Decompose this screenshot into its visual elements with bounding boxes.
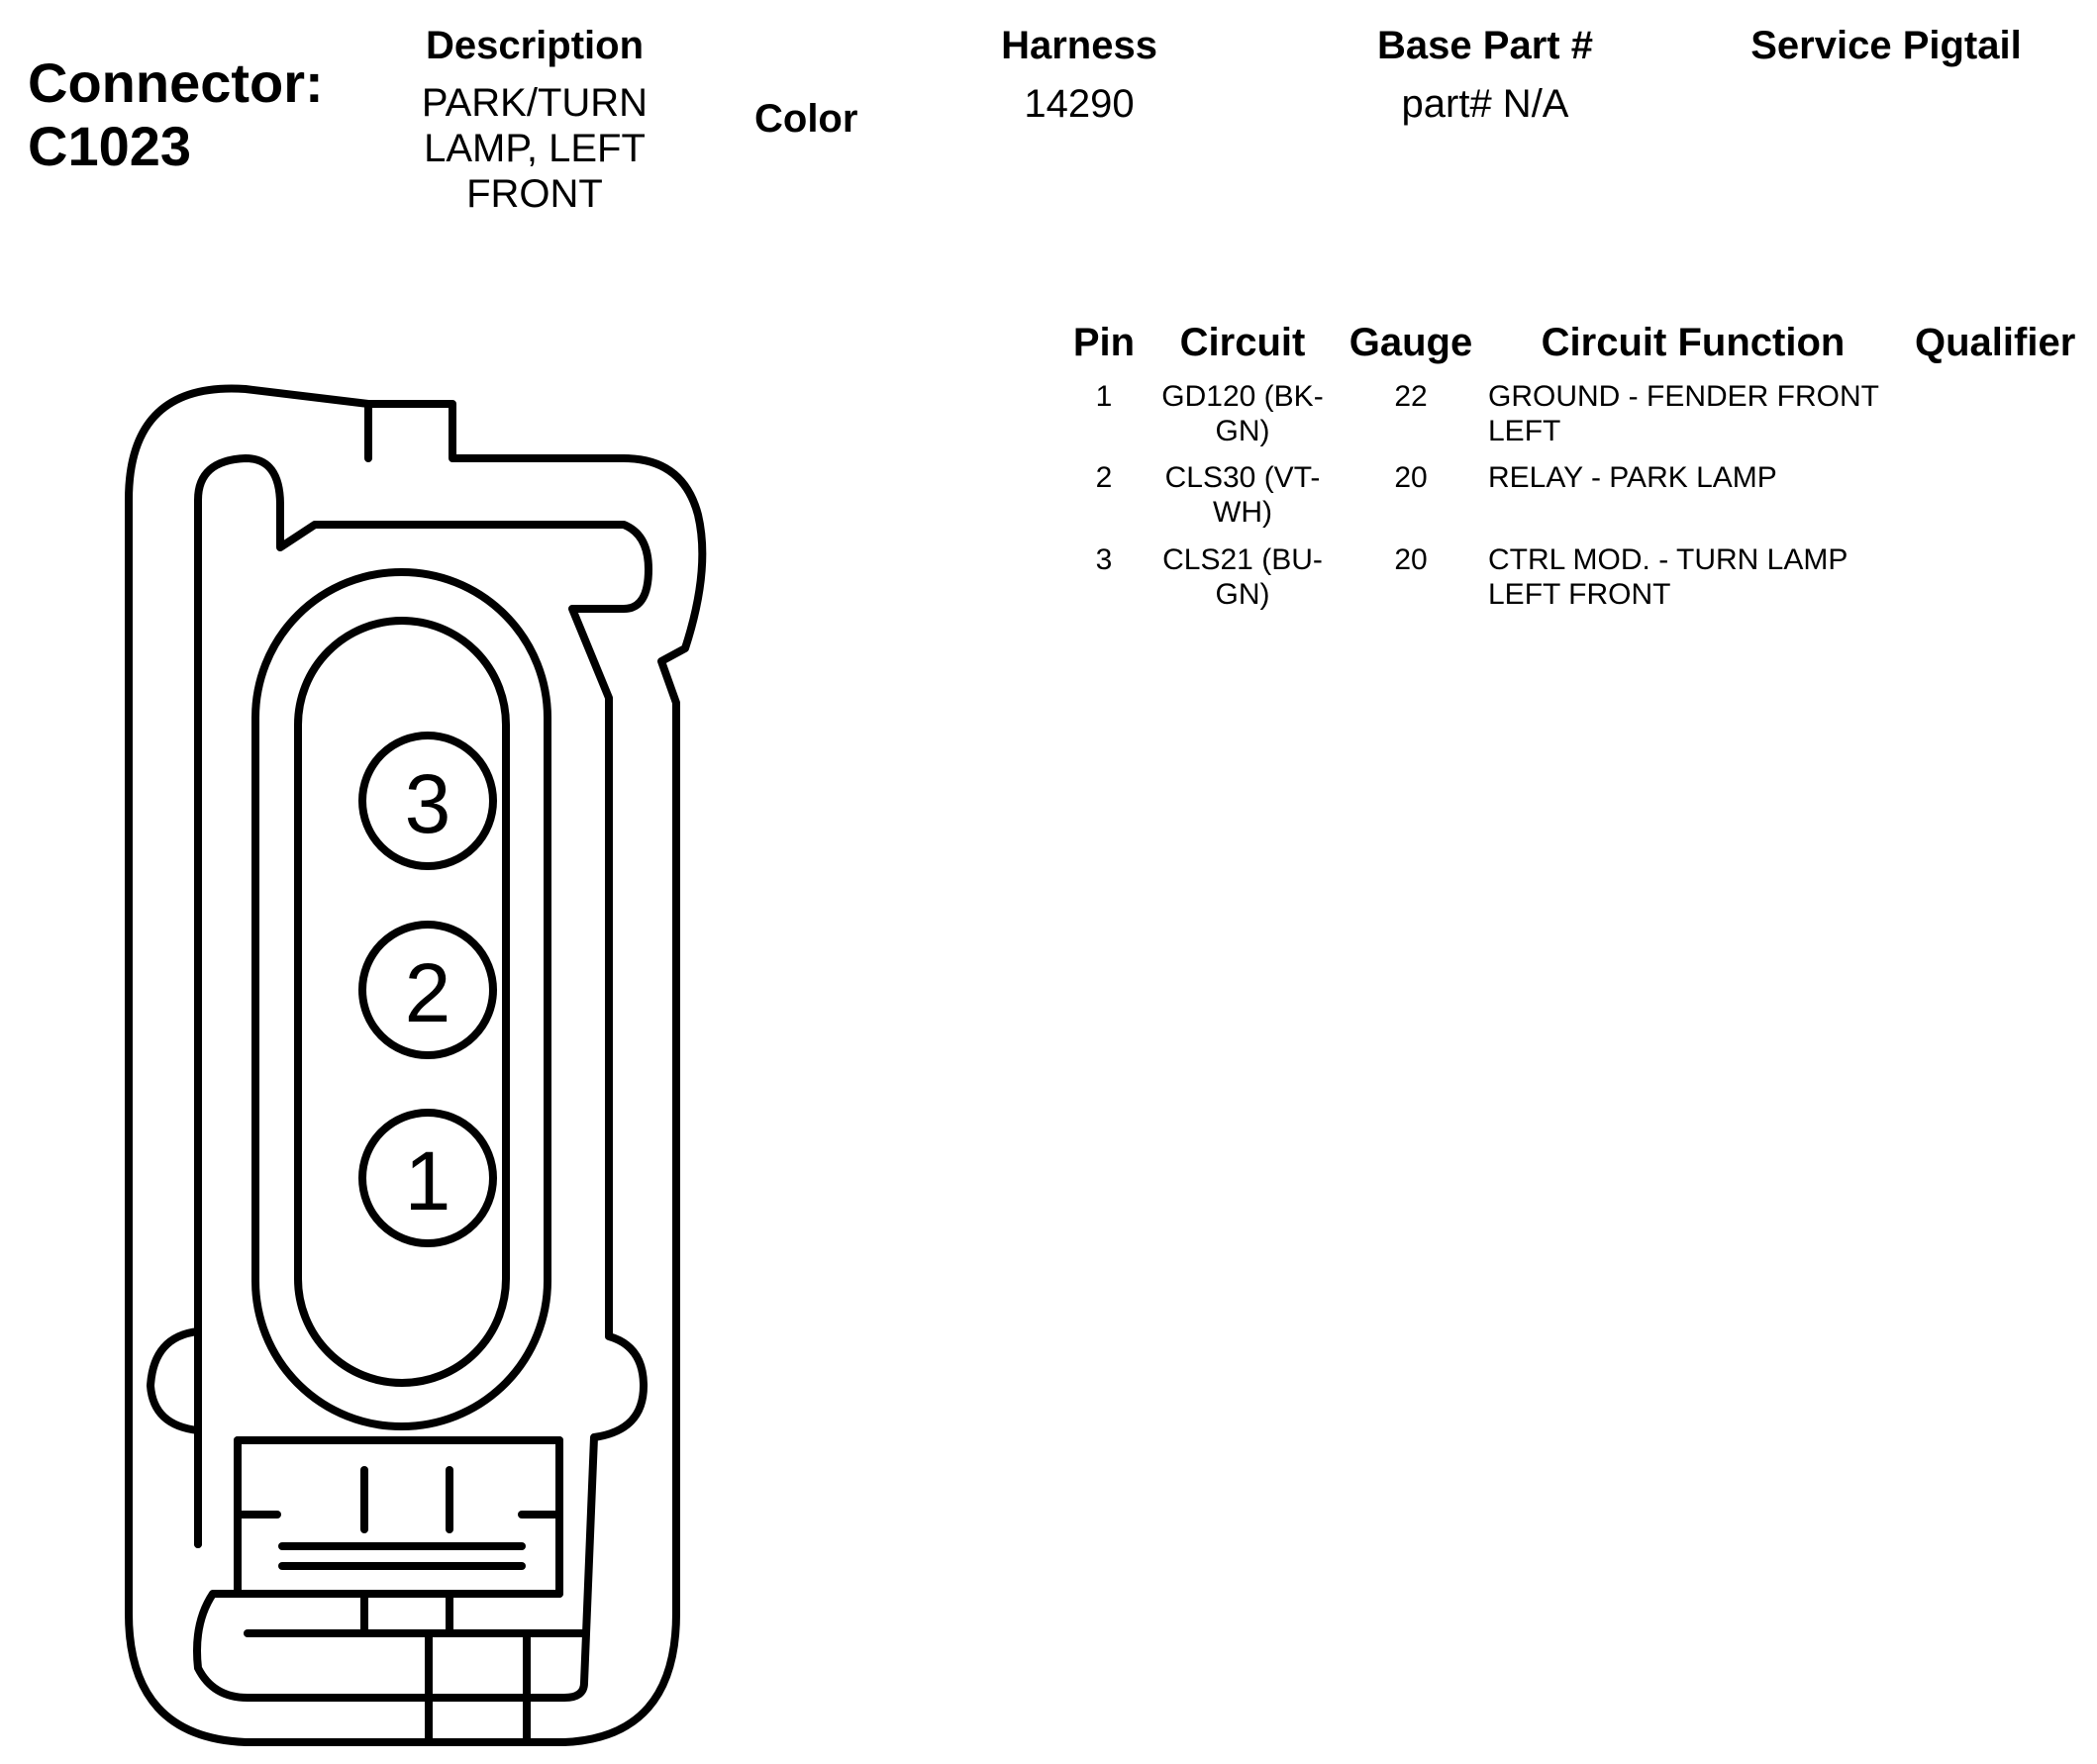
description-value: PARK/TURN LAMP, LEFT FRONT <box>421 81 649 216</box>
pin-cell: 3 <box>1095 543 1113 576</box>
housing-inner-outline <box>193 454 652 1702</box>
cavity-2 <box>358 921 497 1059</box>
service-pigtail-header: Service Pigtail <box>1750 24 2022 67</box>
circuit-cell: CLS30 (VT-WH) <box>1164 461 1321 529</box>
gauge-cell: 20 <box>1394 461 1428 494</box>
gauge-column-header: Gauge <box>1348 321 1473 364</box>
connector-label: Connector: <box>28 51 324 114</box>
qualifier-column-header: Qualifier <box>1915 321 2076 364</box>
function-cell: RELAY - PARK LAMP <box>1488 461 1777 494</box>
description-header: Description <box>425 24 645 67</box>
cavity-label-3: 3 <box>405 757 451 850</box>
pin-column-header: Pin <box>1072 321 1136 364</box>
terminal-shroud-inner <box>294 617 510 1387</box>
harness-header: Harness <box>1001 24 1157 67</box>
base-part-value: part# N/A <box>1401 82 1569 126</box>
pin-cell: 2 <box>1095 461 1113 494</box>
cavity-1 <box>358 1109 497 1247</box>
circuit-cell: GD120 (BK-GN) <box>1161 380 1324 447</box>
housing-lower-left <box>147 1327 202 1548</box>
gauge-cell: 20 <box>1394 543 1428 576</box>
function-cell: GROUND - FENDER FRONT LEFT <box>1488 380 1879 447</box>
cavity-label-2: 2 <box>405 946 451 1039</box>
connector-id: C1023 <box>28 115 192 177</box>
cavity-3 <box>358 732 497 870</box>
cavity-label-1: 1 <box>405 1134 451 1227</box>
terminal-shroud-outer <box>251 568 551 1430</box>
housing-outer-outline <box>125 384 707 1746</box>
circuit-function-column-header: Circuit Function <box>1541 321 1846 364</box>
gauge-cell: 22 <box>1394 380 1428 413</box>
base-part-header: Base Part # <box>1377 24 1593 67</box>
harness-value: 14290 <box>1024 82 1135 126</box>
color-header: Color <box>754 97 858 141</box>
function-cell: CTRL MOD. - TURN LAMP LEFT FRONT <box>1488 543 1847 611</box>
pin-cell: 1 <box>1095 380 1113 413</box>
connector-title: Connector: C1023 <box>28 51 384 178</box>
circuit-column-header: Circuit <box>1179 321 1306 364</box>
circuit-cell: CLS21 (BU-GN) <box>1162 543 1323 611</box>
